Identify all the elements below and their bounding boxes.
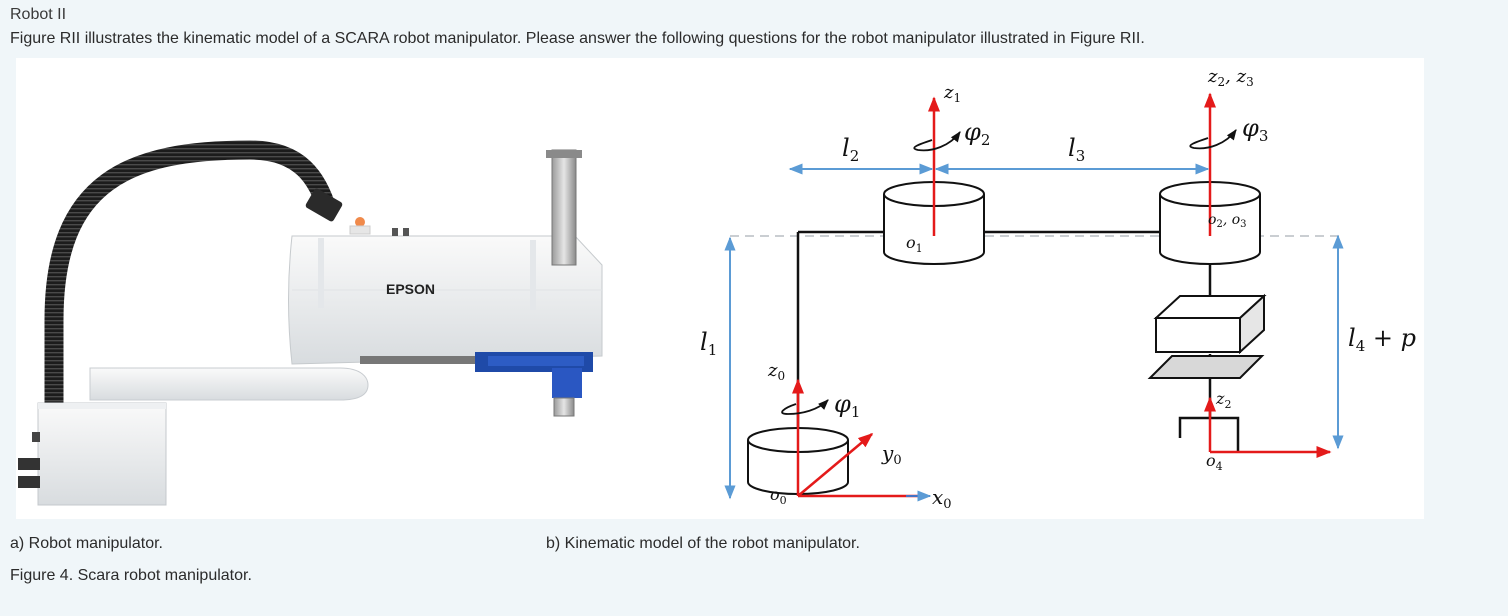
label-l1: l1 [700,328,717,359]
label-z2-z3: z2, z3 [1207,66,1254,89]
link-chain [796,230,1212,428]
base-frame [792,378,932,502]
label-phi3: φ3 [1242,114,1268,145]
label-l4-plus-p: l4 + p [1348,324,1416,355]
label-phi2: φ2 [964,118,990,149]
cable [44,140,338,410]
label-phi1: φ1 [834,390,860,421]
phi3-rotation-arrow [1189,129,1237,150]
label-x0: x0 [932,485,952,512]
label-z2-tool: z2 [1215,389,1231,411]
y0-axis-arrow [797,433,874,497]
kinematic-diagram: l1 l2 l3 l4 + p z1 z2, z3 φ1 φ2 φ3 o1 o2… [700,66,1416,512]
figure-panel: EPSON [16,58,1424,519]
phi2-rotation-arrow [913,131,961,152]
label-o0: o0 [770,485,787,507]
caption-robot-manipulator: a) Robot manipulator. [10,535,163,552]
section-heading: Robot II [10,6,67,23]
phi1-rotation-arrow [781,399,829,415]
prismatic-block [1153,293,1267,355]
robot-photo: EPSON [18,140,603,506]
caption-kinematic-model: b) Kinematic model of the robot manipula… [546,535,860,552]
lower-arm [89,367,369,401]
label-l3: l3 [1068,134,1085,165]
figure-svg: EPSON [18,66,1416,512]
label-z0: z0 [767,360,785,383]
intro-paragraph: Figure RII illustrates the kinematic mod… [10,30,1145,47]
base-column [37,402,167,506]
figure-caption: Figure 4. Scara robot manipulator. [10,567,252,584]
epson-brand-label: EPSON [386,281,435,297]
rotation-arrows [781,129,1237,415]
label-o4: o4 [1206,451,1223,473]
label-o1: o1 [906,233,923,255]
label-o2-o3: o2, o3 [1208,212,1247,230]
label-y0: y0 [881,441,902,468]
upper-arm [288,235,603,365]
dimension-lines [724,163,1344,500]
end-plate [1147,355,1265,379]
tool-frame [1204,396,1332,458]
label-l2: l2 [842,134,859,165]
z-shaft [551,149,577,266]
label-z1: z1 [943,82,961,105]
